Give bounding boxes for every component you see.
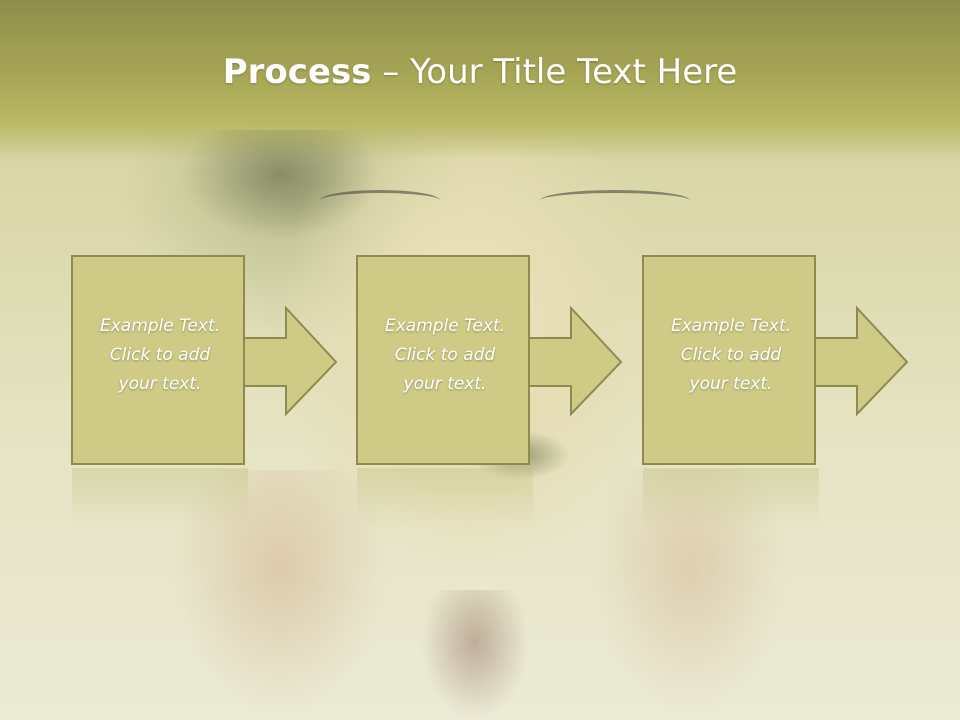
background-left-eyelash [320,190,440,211]
right-arrow-icon [814,305,909,417]
step-3-text: Example Text. Click to add your text. [670,316,792,394]
step-2-shape [356,255,623,465]
background-right-eyelash [540,190,690,211]
step-2-reflection [357,468,533,528]
title-bold-part: Process [222,52,372,92]
right-arrow-icon [528,305,623,417]
background-necklace [420,590,530,720]
right-arrow-icon [243,305,338,417]
process-step-1[interactable]: Example Text. Click to add your text. [71,255,338,466]
title-band [0,0,960,160]
step-1-reflection [72,468,248,528]
step-1-shape [71,255,338,465]
process-step-2[interactable]: Example Text. Click to add your text. [356,255,623,466]
step-3-reflection [643,468,819,528]
slide-title[interactable]: Process – Your Title Text Here [0,52,960,92]
process-step-3[interactable]: Example Text. Click to add your text. [642,255,909,466]
step-2-text: Example Text. Click to add your text. [384,316,506,394]
step-3-shape [642,255,909,465]
step-1-text: Example Text. Click to add your text. [99,316,221,394]
title-rest-part: – Your Title Text Here [371,52,738,92]
